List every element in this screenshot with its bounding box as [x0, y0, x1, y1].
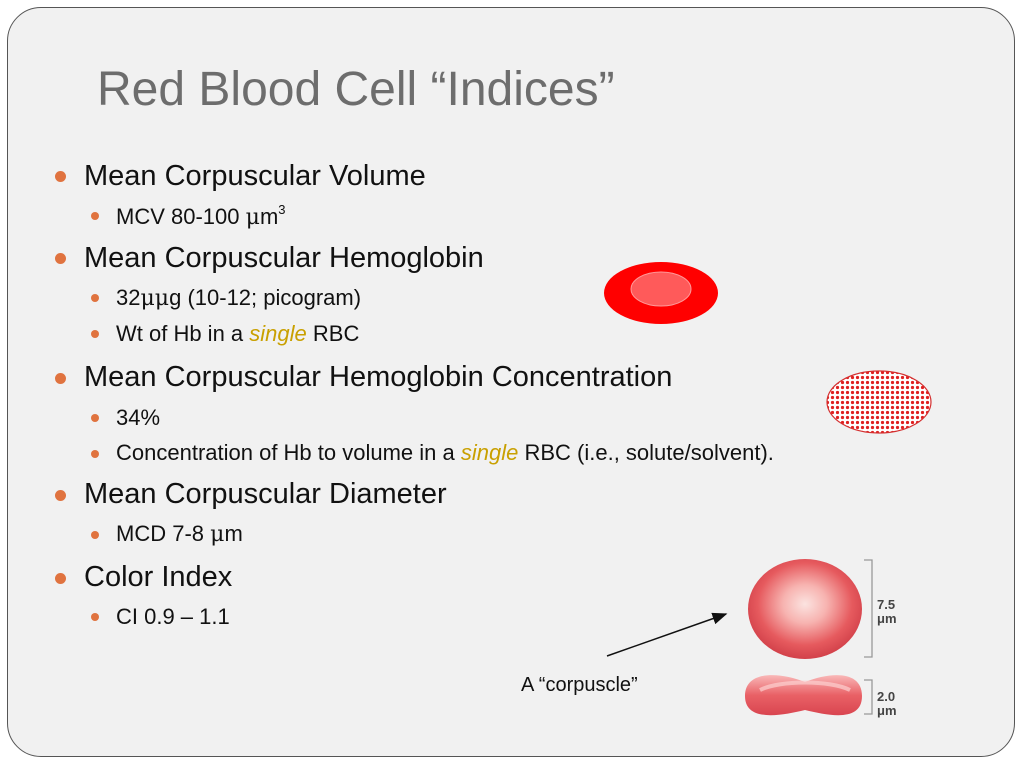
sub-bullet-mch-desc: Wt of Hb in a single RBC: [116, 321, 360, 346]
sub-bullet-marker: [91, 330, 99, 338]
sub-bullet-mcv-range: MCV 80-100 μm3: [116, 202, 286, 230]
bullet-marker: [55, 573, 66, 584]
sub-bullet-marker: [91, 613, 99, 621]
sub-bullet-marker: [91, 450, 99, 458]
corpuscle-caption: A “corpuscle”: [521, 674, 638, 696]
sub-bullet-mch-value: 32μμg (10-12; picogram): [116, 285, 362, 311]
bullet-marker: [55, 490, 66, 501]
bullet-marker: [55, 373, 66, 384]
dotted-disc-icon: [826, 370, 932, 434]
red-disc-icon: [604, 262, 718, 324]
bullet-marker: [55, 253, 66, 264]
diameter-bracket: [864, 559, 873, 658]
sub-bullet-marker: [91, 414, 99, 422]
slide-title: Red Blood Cell “Indices”: [97, 63, 615, 116]
bullet-mchc: Mean Corpuscular Hemoglobin Concentratio…: [84, 361, 673, 393]
sub-bullet-marker: [91, 531, 99, 539]
pointer-arrow: [606, 612, 728, 657]
bullet-mcd: Mean Corpuscular Diameter: [84, 478, 447, 510]
rbc-side-view-icon: [745, 675, 862, 716]
bullet-color-index: Color Index: [84, 561, 233, 593]
diameter-label: 7.5 μm: [877, 597, 897, 626]
bullet-marker: [55, 171, 66, 182]
sub-bullet-mcd-range: MCD 7-8 μm: [116, 521, 243, 547]
thickness-bracket: [864, 679, 873, 715]
bullet-mch: Mean Corpuscular Hemoglobin: [84, 242, 484, 274]
sub-bullet-marker: [91, 212, 99, 220]
sub-bullet-marker: [91, 294, 99, 302]
sub-bullet-mchc-value: 34%: [116, 405, 161, 430]
bullet-mcv: Mean Corpuscular Volume: [84, 160, 426, 192]
rbc-top-view-icon: [748, 559, 862, 659]
sub-bullet-ci-range: CI 0.9 – 1.1: [116, 604, 230, 629]
sub-bullet-mchc-desc: Concentration of Hb to volume in a singl…: [116, 440, 774, 465]
thickness-label: 2.0 μm: [877, 689, 897, 718]
